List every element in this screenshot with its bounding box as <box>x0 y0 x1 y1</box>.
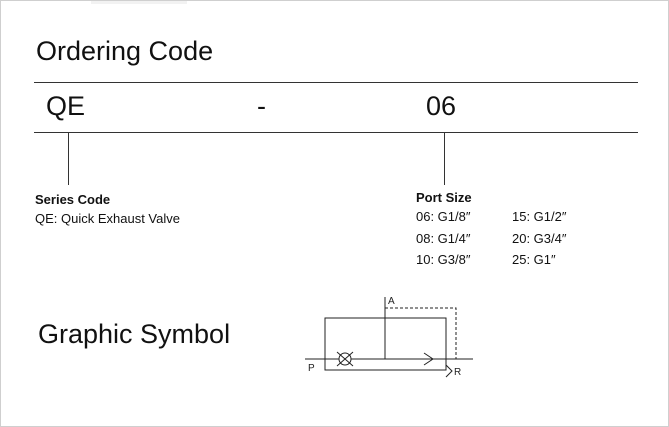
ordering-code-title: Ordering Code <box>36 36 214 66</box>
port-leader-line <box>444 132 445 185</box>
port-size-option: 15: G1/2″ <box>512 209 567 224</box>
code-top-rule <box>34 82 638 83</box>
code-series-value: QE <box>46 91 86 121</box>
port-size-option: 25: G1″ <box>512 252 556 267</box>
port-p-label: P <box>308 363 315 374</box>
quick-exhaust-valve-symbol: A P R <box>305 296 473 378</box>
series-code-description: QE: Quick Exhaust Valve <box>35 211 180 226</box>
port-r-label: R <box>454 367 461 378</box>
series-leader-line <box>68 132 69 185</box>
code-bottom-rule <box>34 132 638 133</box>
port-size-option: 08: G1/4″ <box>416 231 471 246</box>
port-size-option: 20: G3/4″ <box>512 231 567 246</box>
top-tab-decoration <box>91 1 187 4</box>
port-size-heading: Port Size <box>416 190 472 205</box>
code-separator: - <box>257 91 266 121</box>
series-code-heading: Series Code <box>35 192 111 207</box>
code-port-value: 06 <box>426 91 457 121</box>
port-size-option: 10: G3/8″ <box>416 252 471 267</box>
graphic-symbol-title: Graphic Symbol <box>38 319 231 349</box>
port-a-label: A <box>388 296 395 307</box>
port-size-option: 06: G1/8″ <box>416 209 471 224</box>
